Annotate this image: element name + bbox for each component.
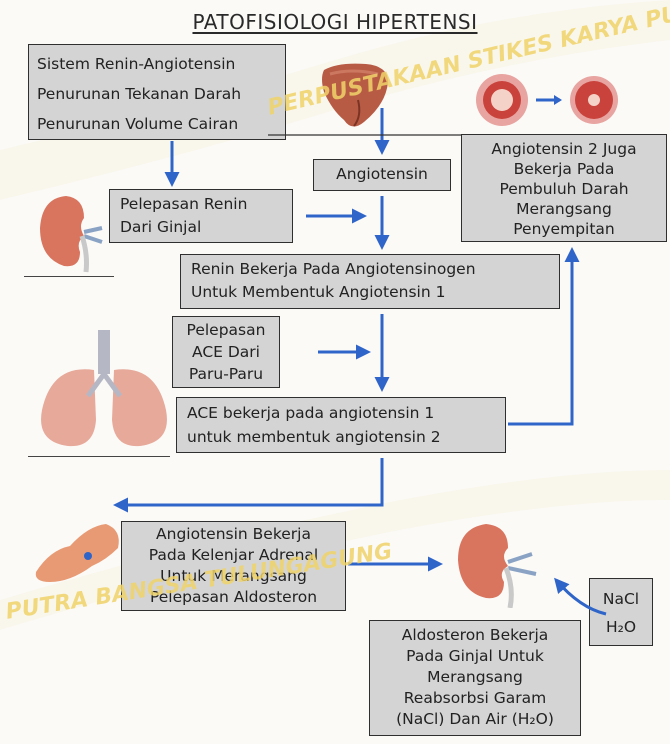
- arrow-left: [116, 458, 382, 505]
- arrow-curved: [556, 580, 606, 614]
- arrow-up: [508, 250, 572, 424]
